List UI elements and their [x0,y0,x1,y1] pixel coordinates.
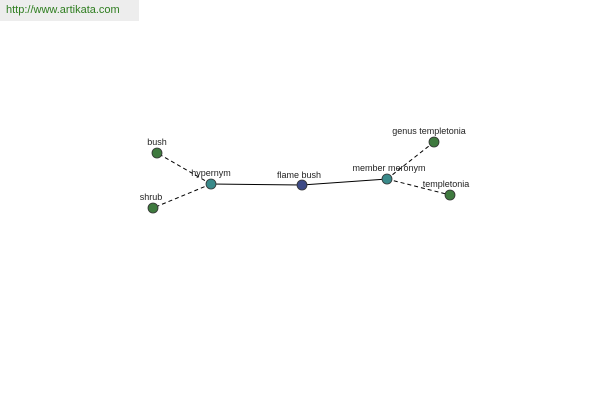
relation-member-meronym-label[interactable]: member meronym [352,163,425,173]
edge-hypernym-to-shrub [152,183,212,209]
edge-center-to-hypernym [210,183,303,186]
center-word-label[interactable]: flame bush [277,170,321,180]
leaf-shrub-node[interactable] [147,202,159,214]
leaf-templetonia-node[interactable] [444,189,456,201]
relation-member-meronym-node[interactable] [381,173,393,185]
graph-nodes: flame bush hypernym bush shrub member merony… [140,126,470,214]
leaf-genus-templetonia-label[interactable]: genus templetonia [392,126,466,136]
leaf-genus-templetonia-node[interactable] [428,136,440,148]
site-url-banner[interactable]: http://www.artikata.com [0,0,139,21]
leaf-bush-label[interactable]: bush [147,137,167,147]
relation-hypernym-node[interactable] [205,178,217,190]
graph-edges [152,141,451,209]
leaf-templetonia-label[interactable]: templetonia [423,179,470,189]
edge-member-meronym-to-genus-templetonia [386,141,435,180]
edge-member-meronym-to-templetonia [386,178,451,196]
leaf-shrub-label[interactable]: shrub [140,192,163,202]
relation-hypernym-label[interactable]: hypernym [191,168,231,178]
leaf-bush-node[interactable] [151,147,163,159]
edge-hypernym-to-bush [156,152,212,185]
center-word-node[interactable] [296,179,308,191]
edge-center-to-member-meronym [301,178,388,186]
